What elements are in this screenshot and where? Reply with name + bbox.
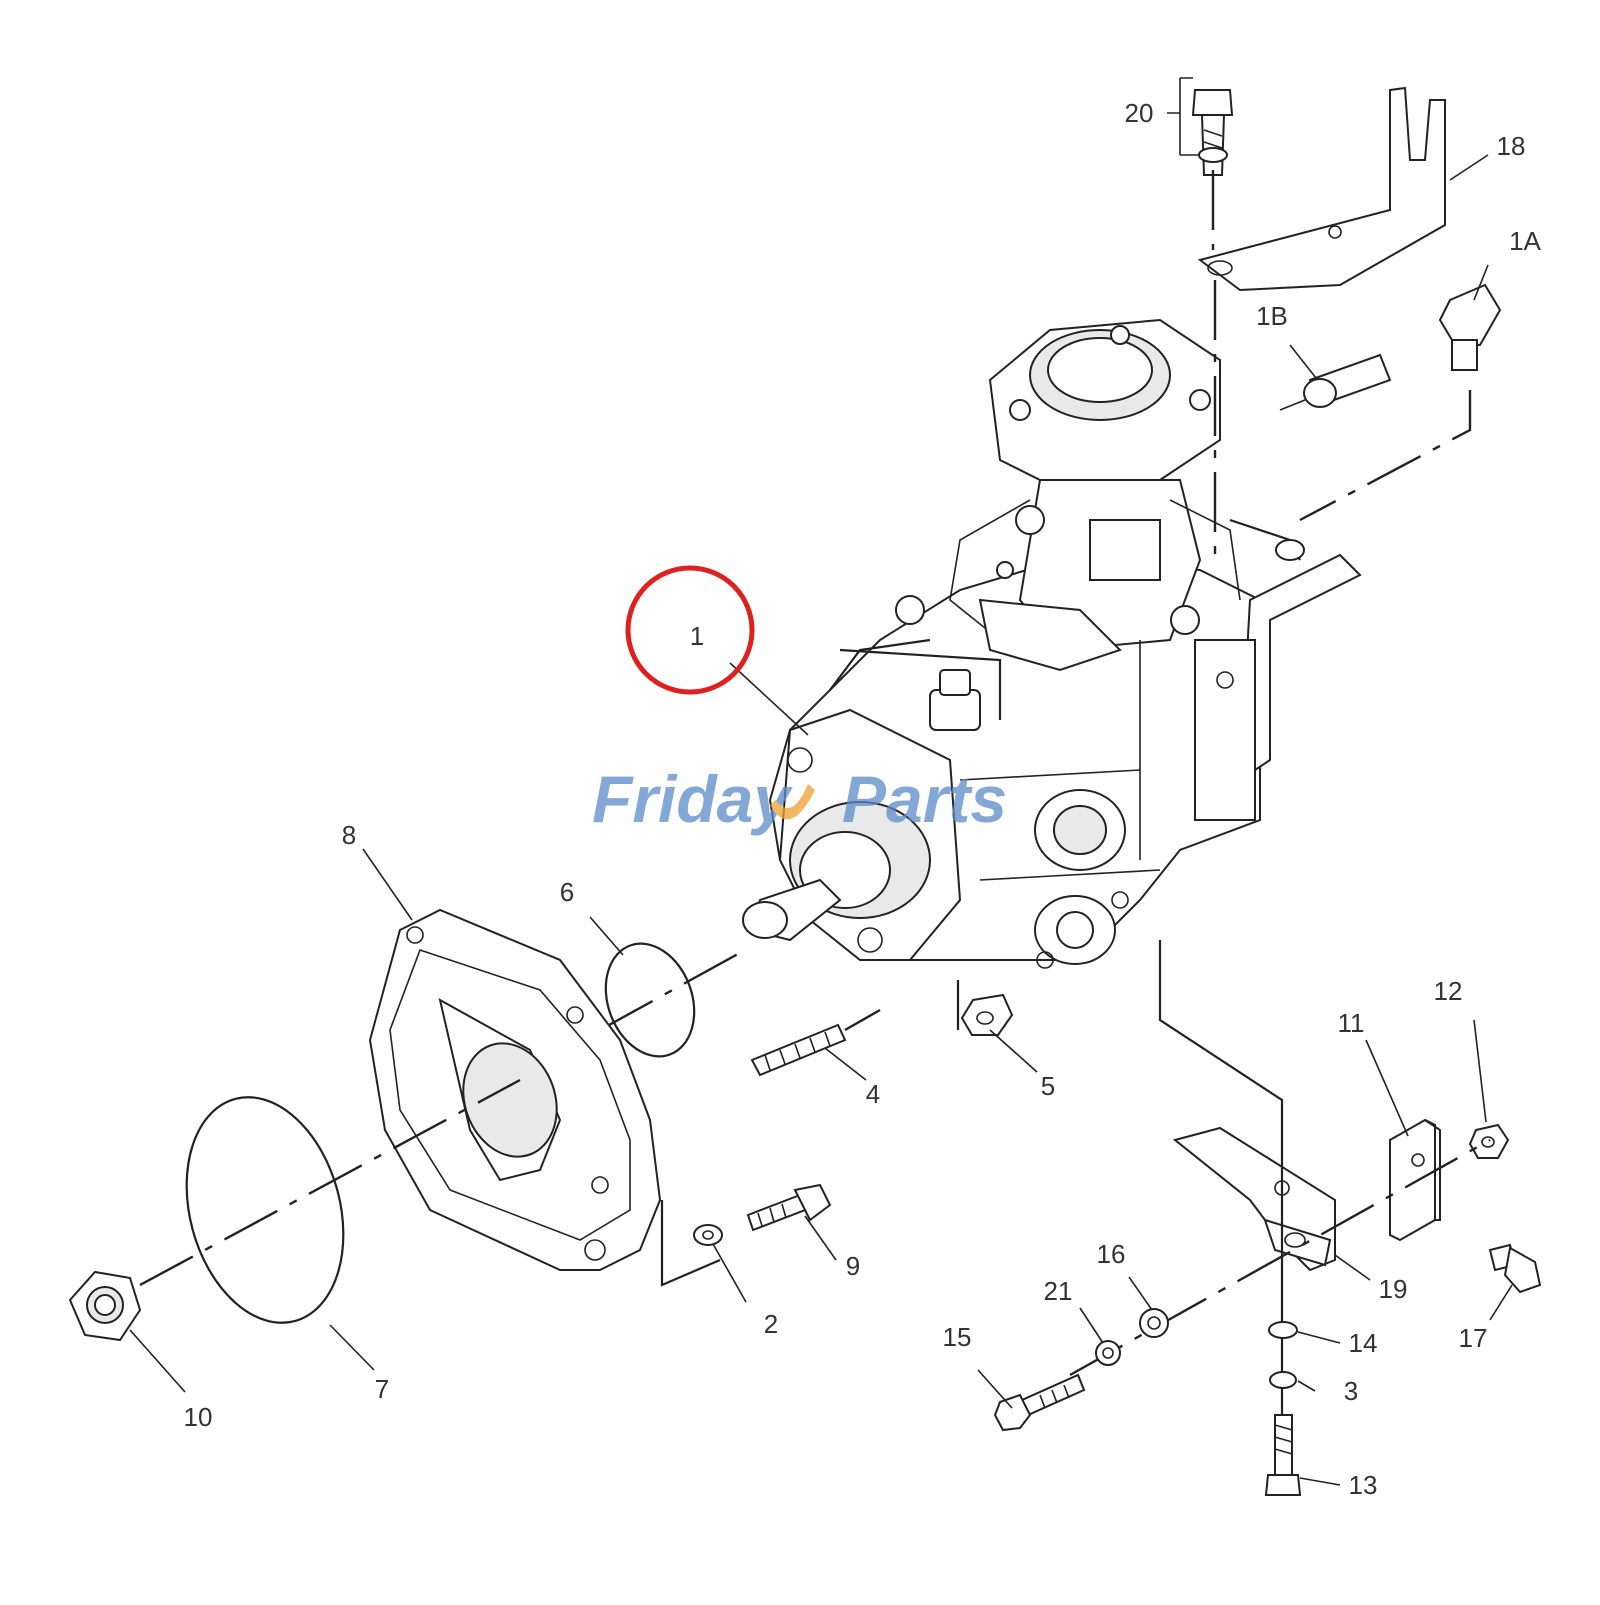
solenoid-1A	[1299, 283, 1502, 522]
callout-2: 2	[764, 1309, 778, 1339]
leader-lines	[129, 77, 1513, 1486]
callout-21: 21	[1044, 1276, 1073, 1306]
assembly-line-19	[1158, 940, 1284, 1440]
adapter-housing-8	[368, 908, 662, 1271]
callout-14: 14	[1349, 1328, 1378, 1358]
bolt-9	[746, 1183, 832, 1232]
stud-4	[750, 1008, 881, 1077]
fitting-1B	[1279, 353, 1392, 411]
callout-6: 6	[560, 877, 574, 907]
bracket-line-2-9	[660, 1200, 721, 1287]
bolt-15	[993, 1373, 1086, 1432]
nut-12	[1468, 1123, 1510, 1159]
washer-3	[1269, 1371, 1297, 1389]
callout-8: 8	[342, 820, 356, 850]
callout-1A: 1A	[1509, 226, 1541, 256]
callout-17: 17	[1459, 1323, 1488, 1353]
callout-10: 10	[184, 1402, 213, 1432]
callout-9: 9	[846, 1251, 860, 1281]
callout-5: 5	[1041, 1071, 1055, 1101]
callout-11: 11	[1338, 1008, 1365, 1038]
callout-1: 1	[690, 621, 704, 651]
callout-1B: 1B	[1256, 301, 1288, 331]
watermark-swoosh-icon	[770, 784, 815, 820]
axis-line-15-12	[1069, 1138, 1491, 1377]
o-ring-6	[604, 942, 696, 1058]
callout-13: 13	[1349, 1470, 1378, 1500]
callout-labels: 1 1A 1B 2 3 4 5 6 7 8 9 10 11 12 13 14 1…	[184, 98, 1542, 1500]
bolt-17	[1488, 1243, 1542, 1294]
o-ring-7	[185, 1096, 345, 1324]
watermark-text-left: Friday	[592, 762, 793, 836]
highlight-circle	[625, 565, 755, 695]
washer-14	[1268, 1321, 1298, 1339]
callout-12: 12	[1434, 976, 1463, 1006]
bracket-18	[1197, 86, 1446, 560]
callout-3: 3	[1344, 1376, 1358, 1406]
callout-16: 16	[1097, 1239, 1126, 1269]
flange-nut-10	[68, 1270, 142, 1342]
callout-20: 20	[1125, 98, 1154, 128]
bolt-and-washer-20	[1191, 89, 1234, 250]
bracket-19	[1172, 1126, 1336, 1272]
axis-line-main	[139, 1078, 521, 1287]
bolt-13	[1264, 1414, 1302, 1496]
injection-pump-assembly	[742, 318, 1362, 969]
callout-7: 7	[375, 1374, 389, 1404]
nut-5	[956, 980, 1014, 1036]
washer-16	[1139, 1308, 1169, 1338]
watermark-text-right: Parts	[842, 762, 1007, 836]
callout-4: 4	[866, 1079, 880, 1109]
lock-washer-21	[1095, 1340, 1121, 1366]
callout-15: 15	[943, 1322, 972, 1352]
washer-2	[693, 1224, 723, 1246]
callout-19: 19	[1379, 1274, 1408, 1304]
axis-line-6	[599, 948, 746, 1032]
callout-18: 18	[1497, 131, 1526, 161]
angle-bracket-11	[1389, 1118, 1441, 1242]
friday-parts-watermark: Friday Parts	[592, 762, 1007, 836]
